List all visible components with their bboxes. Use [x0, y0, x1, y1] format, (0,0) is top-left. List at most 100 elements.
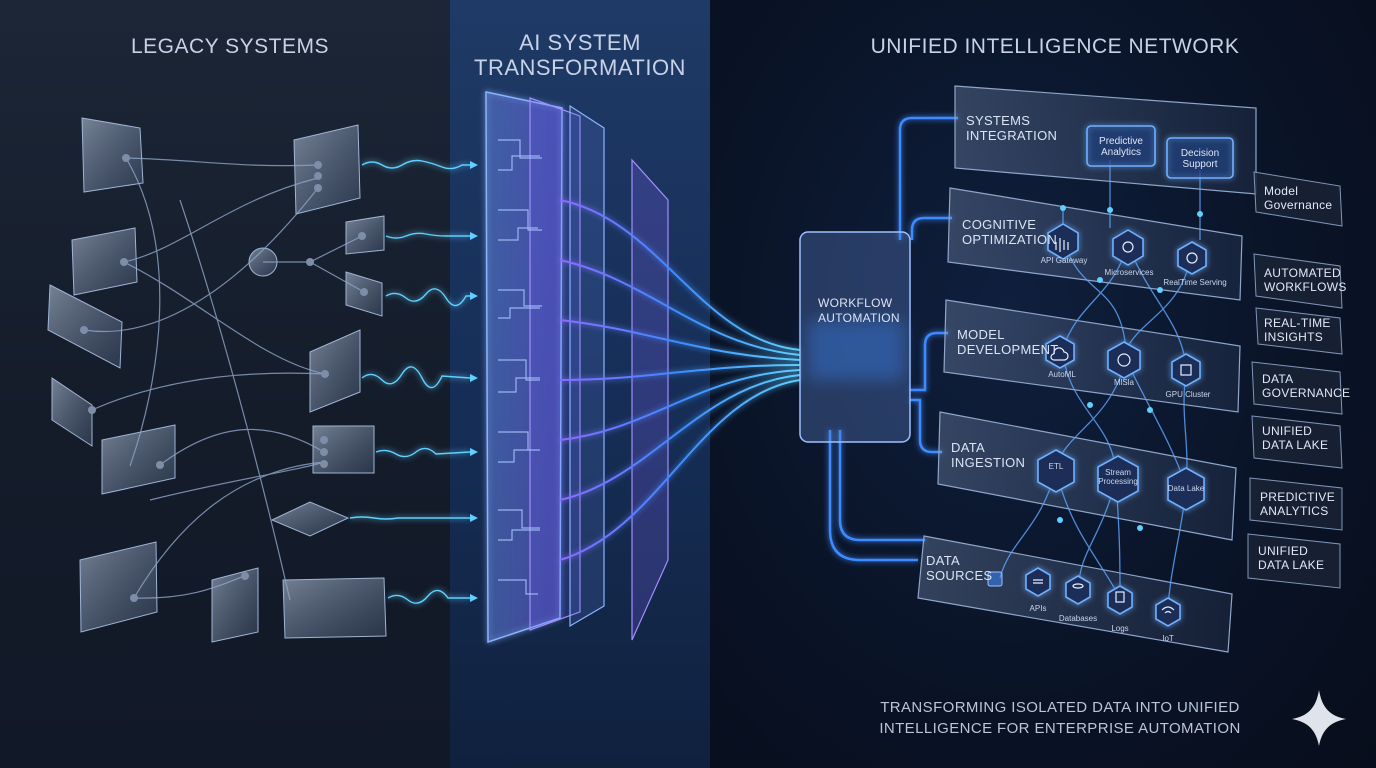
layer-label-line2: INGESTION	[951, 455, 1026, 470]
layer-label-line1: SYSTEMS	[966, 113, 1031, 128]
iot-label: IoT	[1162, 634, 1174, 643]
cognitive-optimization-label: COGNITIVE OPTIMIZATION	[962, 217, 1057, 247]
network-trunks	[828, 116, 958, 562]
data-governance-label: DATA GOVERNANCE	[1262, 372, 1350, 400]
timer-icon	[1186, 252, 1198, 264]
realtime-serving-label: RealTime Serving	[1163, 278, 1227, 287]
predictive-analytics-side-label: PREDICTIVE ANALYTICS	[1260, 490, 1335, 518]
layer-label-line1: MODEL	[957, 327, 1005, 342]
legacy-systems-panel	[0, 0, 450, 768]
side-label-line2: Governance	[1264, 198, 1333, 212]
databases-label: Databases	[1058, 614, 1098, 623]
predictive-analytics-box	[1086, 125, 1156, 167]
side-label-line2: WORKFLOWS	[1264, 280, 1347, 294]
side-label-boxes	[1247, 171, 1343, 589]
connector-dots	[1057, 205, 1203, 531]
legacy-tile	[312, 425, 375, 474]
model-development-label: MODEL DEVELOPMENT	[957, 327, 1059, 357]
unified-data-lake-label-2: UNIFIED DATA LAKE	[1258, 544, 1324, 572]
tagline-line1: TRANSFORMING ISOLATED DATA INTO UNIFIED	[880, 699, 1240, 716]
transform-plates	[485, 91, 669, 644]
tagline: TRANSFORMING ISOLATED DATA INTO UNIFIED …	[860, 697, 1260, 739]
wifi-icon	[1161, 606, 1175, 614]
tagline-line2: INTELLIGENCE FOR ENTERPRISE AUTOMATION	[879, 720, 1241, 737]
legacy-tile	[71, 227, 138, 296]
side-label-line1: UNIFIED	[1262, 424, 1313, 438]
unified-data-lake-label: UNIFIED DATA LAKE	[1262, 424, 1328, 452]
ai-title-line1: AI SYSTEM	[519, 30, 641, 55]
apis-label: APIs	[1029, 604, 1047, 613]
automl-label: AutoML	[1048, 370, 1076, 379]
etl-label: ETL	[1048, 462, 1064, 471]
side-label-line1: Model	[1264, 184, 1299, 198]
layer-label-line1: COGNITIVE	[962, 217, 1037, 232]
layer-label-line2: OPTIMIZATION	[962, 232, 1058, 247]
decision-support-box	[1166, 137, 1234, 179]
logs-label: Logs	[1111, 624, 1129, 633]
box-label-line2: Analytics	[1100, 147, 1141, 158]
gateway-icon	[1055, 238, 1069, 252]
legacy-tile	[101, 424, 176, 495]
ai-transformation-title: AI SYSTEM TRANSFORMATION	[460, 30, 700, 80]
stream-processing-label: Stream Processing	[1094, 468, 1142, 486]
inner-boxes	[1086, 125, 1234, 179]
side-label-line2: DATA LAKE	[1258, 558, 1325, 572]
box-label-line2: Support	[1182, 159, 1218, 170]
legacy-tile	[51, 377, 93, 447]
legacy-tile	[293, 124, 361, 215]
model-governance-label: Model Governance	[1264, 184, 1332, 212]
realtime-insights-label: REAL-TIME INSIGHTS	[1264, 316, 1331, 344]
side-label-line1: REAL-TIME	[1264, 316, 1331, 330]
node-hexes	[1025, 223, 1207, 627]
legacy-tile	[79, 541, 158, 633]
stream-line2: Processing	[1098, 477, 1138, 486]
workflow-automation-label: WORKFLOW AUTOMATION	[818, 296, 900, 326]
cloud-icon	[1050, 347, 1069, 361]
api-gateway-label: API Gateway	[1040, 256, 1088, 265]
hub-line2: AUTOMATION	[818, 311, 900, 325]
side-label-line2: INSIGHTS	[1264, 330, 1324, 344]
sparkle-icon	[1292, 690, 1346, 746]
node-icons	[1033, 238, 1198, 614]
hub-line1: WORKFLOW	[818, 296, 893, 310]
microservices-icon	[1122, 241, 1134, 253]
side-label-line2: DATA LAKE	[1262, 438, 1329, 452]
legacy-outputs	[349, 159, 471, 604]
layer-label-line1: DATA	[951, 440, 985, 455]
data-sources-label: DATA SOURCES	[926, 553, 992, 583]
brain-icon	[1117, 353, 1131, 367]
side-label-line1: PREDICTIVE	[1260, 490, 1336, 504]
legacy-arrowheads	[470, 161, 478, 602]
gpu-icon	[1180, 364, 1192, 376]
predictive-analytics-label: Predictive Analytics	[1089, 136, 1153, 158]
legacy-tile	[211, 567, 259, 643]
side-label-line1: DATA	[1262, 372, 1294, 386]
legacy-tile	[309, 329, 361, 413]
microservices-label: Microservices	[1104, 268, 1154, 277]
layer-data-ingestion	[937, 411, 1237, 541]
layer-model-development	[943, 299, 1241, 413]
legacy-tiles	[47, 117, 387, 643]
gpu-cluster-label: GPU Cluster	[1165, 390, 1211, 399]
convergence-beams	[559, 199, 801, 561]
data-ingestion-label: DATA INGESTION	[951, 440, 1025, 470]
legacy-systems-title: LEGACY SYSTEMS	[130, 35, 329, 58]
document-icon	[1115, 591, 1125, 603]
stream-line1: Stream	[1105, 468, 1131, 477]
side-label-line2: GOVERNANCE	[1262, 386, 1351, 400]
legacy-wires	[83, 157, 365, 601]
decision-support-label: Decision Support	[1169, 148, 1231, 170]
network-title: UNIFIED INTELLIGENCE NETWORK	[870, 35, 1240, 58]
layer-label-line2: INTEGRATION	[966, 128, 1058, 143]
layer-cognitive-optimization	[947, 187, 1243, 301]
plate-circuits	[498, 139, 542, 595]
data-lake-node-label: Data Lake	[1167, 484, 1205, 493]
source-port	[987, 571, 1003, 587]
database-icon	[1072, 583, 1084, 589]
layer-label-line2: SOURCES	[926, 568, 993, 583]
box-label-line1: Decision	[1180, 148, 1220, 159]
box-label-line1: Predictive	[1099, 136, 1143, 147]
legacy-tile	[81, 117, 144, 193]
side-label-line1: UNIFIED	[1258, 544, 1309, 558]
